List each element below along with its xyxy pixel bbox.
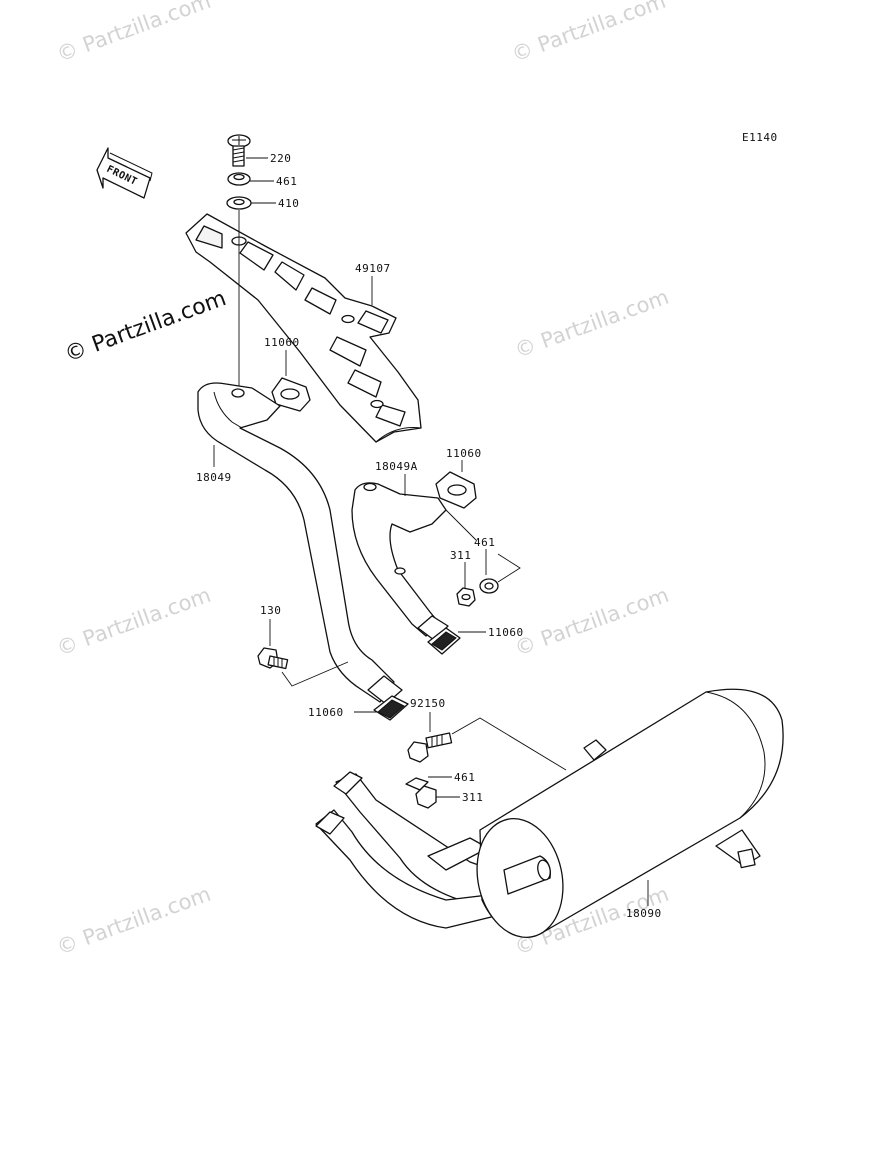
watermark: © Partzilla.com [54, 583, 214, 661]
label-311-low: 311 [462, 791, 483, 804]
label-410: 410 [278, 197, 299, 210]
lock-washer-461-low-icon: 461 [405, 771, 475, 791]
nut-311-low-icon: 311 [415, 785, 483, 809]
label-18049: 18049 [196, 471, 232, 484]
heat-guard-49107: 49107 [185, 213, 422, 443]
bolt-92150-icon: 92150 [407, 697, 567, 771]
label-11060-lower-right: 11060 [488, 626, 524, 639]
label-461-mid: 461 [474, 536, 495, 549]
washer-410-icon: 410 [226, 196, 299, 210]
gasket-11060-upper-right-icon: 11060 [435, 447, 482, 509]
watermark: © Partzilla.com [512, 583, 672, 661]
label-220: 220 [270, 152, 291, 165]
label-11060-lower-left: 11060 [308, 706, 344, 719]
lock-washer-461-icon: 461 [227, 172, 297, 188]
label-461-top: 461 [276, 175, 297, 188]
gasket-11060-lower-right-icon: 11060 [427, 626, 524, 655]
watermark: © Partzilla.com [509, 0, 669, 67]
label-92150: 92150 [410, 697, 446, 710]
label-11060-upper-left: 11060 [264, 336, 300, 349]
front-arrow-icon: FRONT [96, 147, 153, 199]
label-311-mid: 311 [450, 549, 471, 562]
gasket-11060-lower-left-icon: 11060 [308, 695, 409, 721]
diagram-code: E1140 [742, 131, 778, 144]
label-18090: 18090 [626, 907, 662, 920]
nut-311-mid-icon [456, 587, 476, 607]
exhaust-pipe-18049a: 18049A [351, 460, 449, 641]
bolt-130-icon: 130 [257, 604, 349, 687]
lock-washer-461-mid-icon [479, 578, 499, 594]
label-18049a: 18049A [375, 460, 418, 473]
muffler-18090: 18090 [315, 688, 784, 938]
watermark: © Partzilla.com [54, 882, 214, 960]
watermark-prominent: © Partzilla.com [62, 286, 230, 368]
watermark: © Partzilla.com [512, 285, 672, 363]
bolt-220-icon: 220 [227, 134, 291, 167]
label-461-low: 461 [454, 771, 475, 784]
label-11060-upper-right: 11060 [446, 447, 482, 460]
watermark: © Partzilla.com [54, 0, 214, 67]
label-49107: 49107 [355, 262, 391, 275]
label-130: 130 [260, 604, 281, 617]
